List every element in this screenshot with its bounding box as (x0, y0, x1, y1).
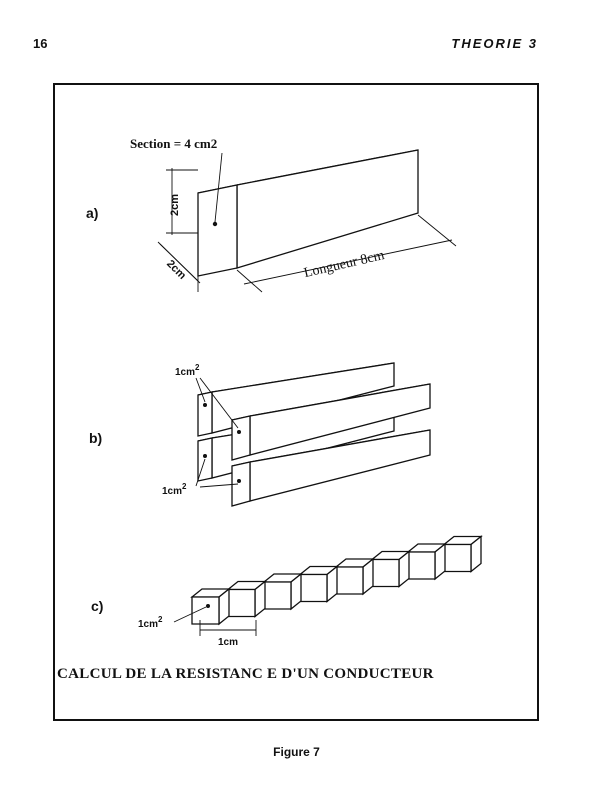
unit-cube (226, 580, 267, 618)
unit-cubes (190, 535, 483, 626)
unit-cube (298, 565, 339, 603)
unit-cube (334, 557, 375, 596)
figure-number: Figure 7 (273, 745, 320, 759)
unit-cube (370, 550, 411, 588)
unit-cube (190, 587, 231, 626)
part-c: c) 1cm2 1cm (91, 535, 483, 648)
width-label: 2cm (164, 258, 188, 282)
bar-front-bottom (231, 429, 431, 507)
height-dimension: 2cm (166, 168, 198, 235)
figure-caption: CALCUL DE LA RESISTANC E D'UN CONDUCTEUR (57, 666, 434, 682)
part-b: b) 1cm2 1cm2 (89, 362, 431, 507)
section-point (212, 221, 218, 227)
large-bar-front-face (197, 184, 238, 277)
chapter-title: THEORIE 3 (451, 36, 538, 51)
bar-front-top (231, 383, 431, 461)
large-bar (197, 149, 419, 277)
unit-length-label: 1cm (218, 637, 238, 648)
part-a-label: a) (86, 205, 98, 221)
unit-area-label: 1cm2 (138, 615, 163, 630)
height-label: 2cm (169, 194, 181, 216)
part-b-label: b) (89, 430, 102, 446)
unit-cube (262, 572, 303, 611)
section-leader-line (214, 152, 223, 223)
length-label: Longueur 8cm (303, 248, 386, 281)
part-a: a) Section = 4 cm2 2cm 2cm (86, 136, 457, 293)
unit-cube (442, 535, 483, 573)
figure-frame (53, 83, 539, 721)
unit-label-top: 1cm2 (175, 363, 200, 378)
part-c-label: c) (91, 598, 103, 614)
width-dimension: 2cm (157, 241, 201, 292)
unit-cube (406, 542, 447, 581)
page-number: 16 (33, 36, 48, 51)
unit-label-bottom: 1cm2 (162, 482, 187, 497)
section-label: Section = 4 cm2 (130, 136, 217, 151)
large-bar-side-face (236, 149, 419, 269)
